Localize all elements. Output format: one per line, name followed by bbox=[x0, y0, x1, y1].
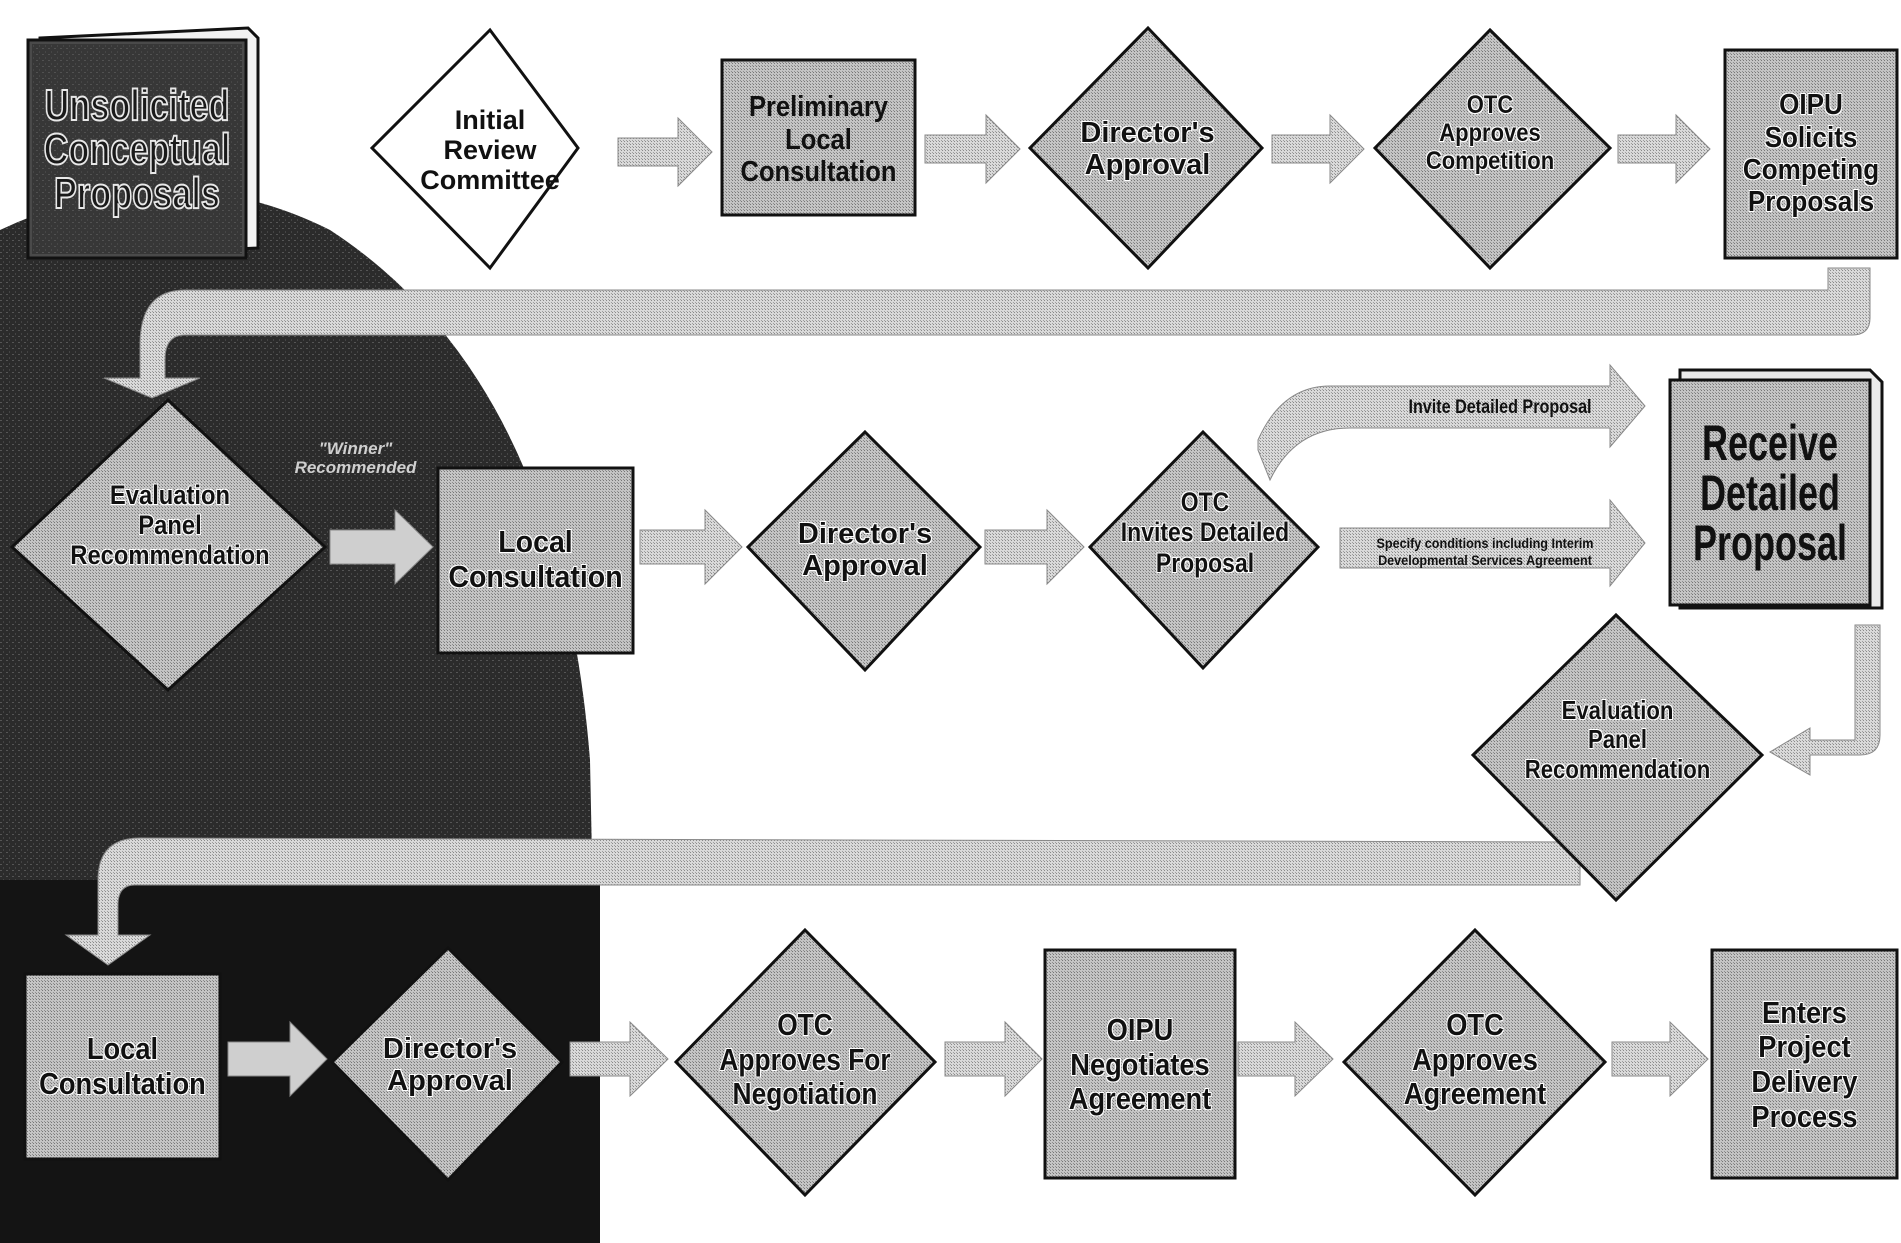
preliminary-consultation-box bbox=[720, 58, 917, 217]
arrow-r1-1 bbox=[617, 116, 713, 188]
local-consultation-box-2 bbox=[23, 972, 222, 1161]
receive-detailed-proposal-book bbox=[1668, 368, 1884, 610]
directors-approval-diamond-2 bbox=[745, 429, 983, 673]
arrow-r2-2 bbox=[639, 508, 743, 586]
arrow-r1-2 bbox=[924, 113, 1021, 185]
enters-project-box bbox=[1710, 948, 1899, 1180]
arrow-r1-3 bbox=[1271, 113, 1365, 185]
arrow-r3-5 bbox=[1611, 1020, 1709, 1098]
unsolicited-proposals-label: Unsolicited Conceptual Proposals bbox=[43, 81, 231, 218]
otc-approves-competition-diamond bbox=[1372, 27, 1613, 271]
directors-approval-diamond-1 bbox=[1027, 25, 1265, 271]
arrow-r1-4 bbox=[1617, 113, 1711, 185]
arrow-r2-1 bbox=[329, 508, 434, 586]
unsolicited-proposals-book bbox=[26, 26, 260, 260]
down-arrow-receive bbox=[1769, 624, 1881, 776]
row3-arrows bbox=[227, 1020, 1709, 1098]
arrow-r3-1 bbox=[227, 1020, 328, 1098]
arrow-r3-4 bbox=[1237, 1020, 1334, 1098]
evaluation-panel-diamond bbox=[9, 397, 328, 693]
oipu-solicits-box bbox=[1723, 48, 1899, 260]
directors-approval-diamond-3 bbox=[329, 945, 565, 1183]
evaluation-panel-diamond-2 bbox=[1470, 612, 1765, 903]
arrow-r2-3 bbox=[984, 508, 1085, 586]
otc-invites-diamond bbox=[1087, 429, 1321, 671]
row1-arrows bbox=[617, 113, 1711, 188]
otc-approves-agreement-diamond bbox=[1341, 927, 1608, 1198]
return-arrow-row1 bbox=[103, 267, 1871, 399]
arrow-r3-3 bbox=[944, 1020, 1043, 1098]
row2-arrows bbox=[329, 363, 1646, 588]
oipu-negotiates-box bbox=[1043, 948, 1237, 1180]
local-consultation-box-1 bbox=[436, 466, 635, 655]
return-arrow-row2 bbox=[64, 837, 1581, 966]
initial-review-diamond bbox=[369, 27, 580, 271]
arrow-r3-2 bbox=[569, 1020, 669, 1098]
receive-detailed-proposal-label: Receive Detailed Proposal bbox=[1692, 414, 1848, 571]
arrow-r2-specify bbox=[1339, 498, 1646, 588]
arrow-r2-invite bbox=[1257, 363, 1646, 482]
otc-approves-negotiation-diamond bbox=[673, 927, 938, 1198]
